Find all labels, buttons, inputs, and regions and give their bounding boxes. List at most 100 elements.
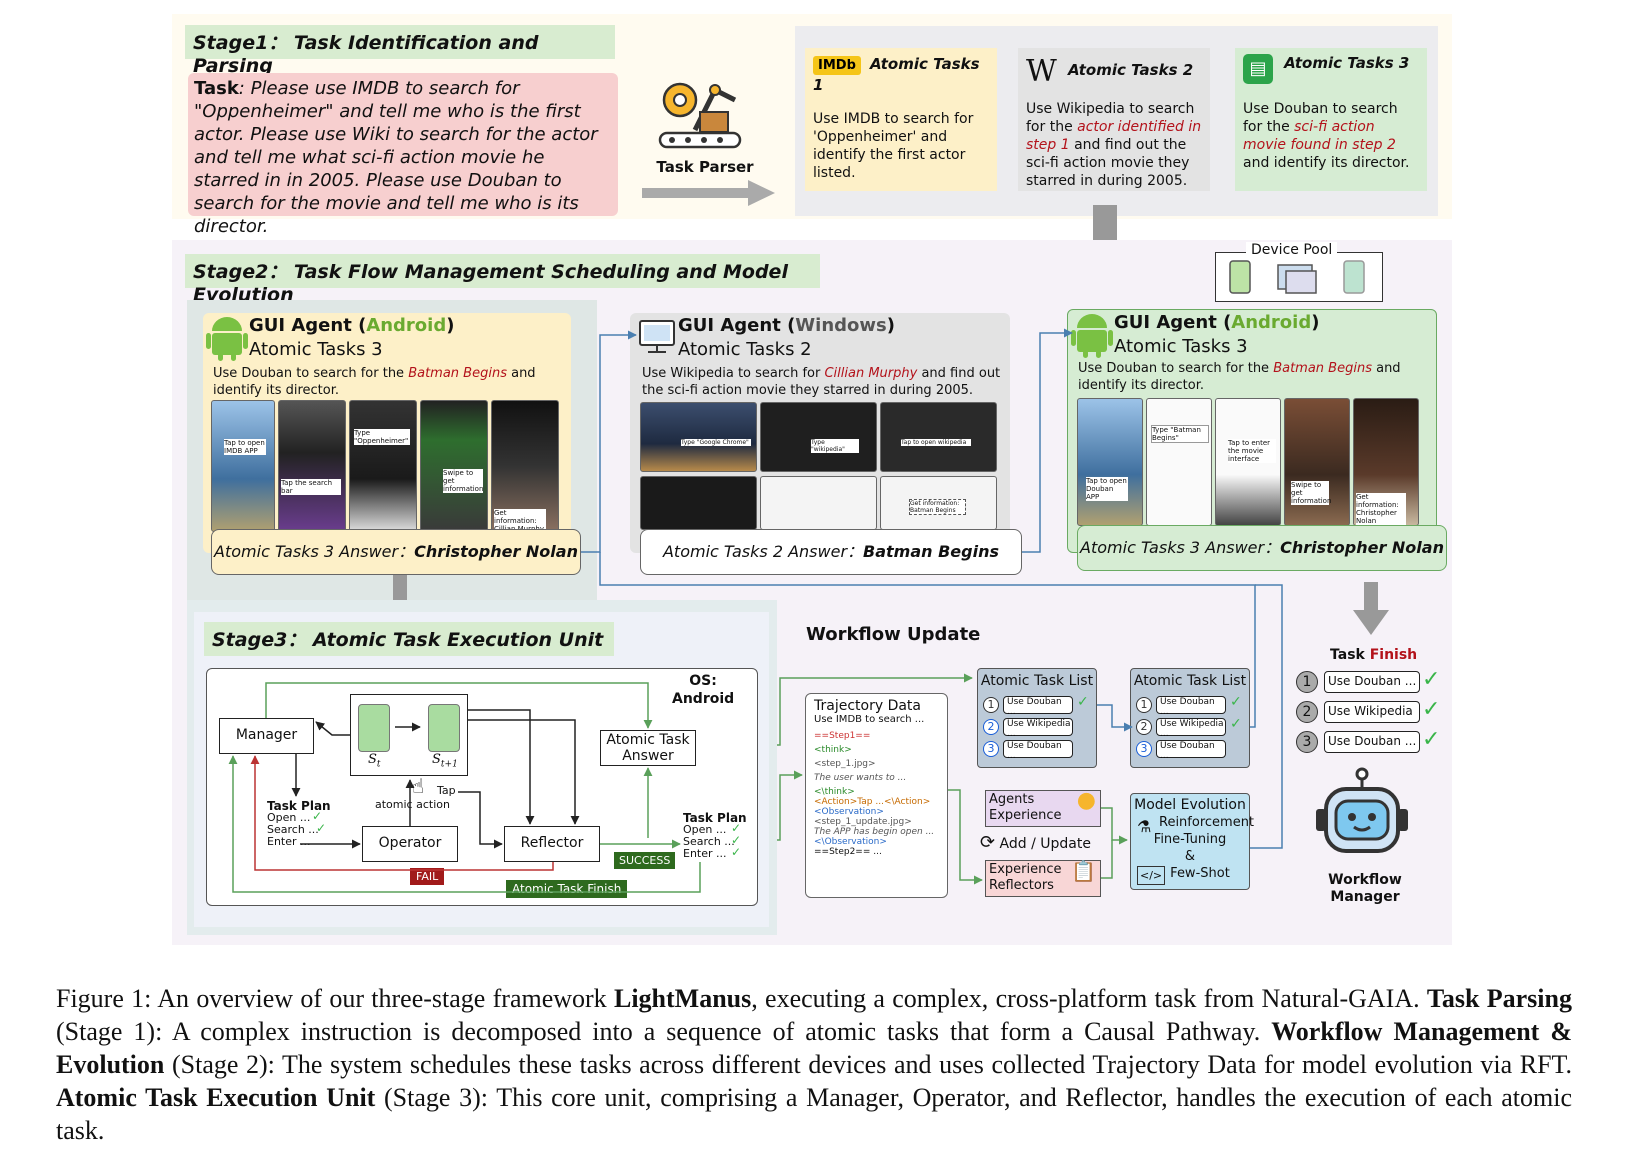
finish-item-3: Use Douban ...: [1324, 731, 1420, 753]
state-t-sub: t: [376, 759, 381, 770]
hand-pointer-icon: ☝: [412, 774, 425, 798]
agent-2-shot-3: Tap to open wikipedia: [880, 402, 997, 472]
model-evolution-l4: Few-Shot: [1170, 866, 1230, 881]
checklist-icon: 📋: [1071, 859, 1096, 883]
task-list-1-title: Atomic Task List: [980, 673, 1094, 689]
task-plan-right: Task Plan Open ... Search ... Enter ...: [683, 812, 747, 860]
list2-num-3: 3: [1136, 741, 1152, 757]
list2-num-2: 2: [1136, 719, 1152, 735]
experience-reflectors-label: Experience Reflectors: [989, 862, 1062, 893]
list1-item-1: Use Douban ...: [1003, 696, 1073, 717]
agent-3-desc-b: and identify its director.: [1078, 361, 1401, 393]
task-plan-left-title: Task Plan: [267, 799, 331, 813]
atomic-task-3-title: Atomic Tasks 3: [1284, 54, 1410, 72]
task-plan-left-item-1: Open ...: [267, 811, 311, 824]
list1-item-3: Use Douban ...: [1003, 740, 1073, 761]
list2-item-2: Use Wikipedia ...: [1156, 718, 1226, 739]
agent-2-shot-3-label: Tap to open wikipedia: [901, 439, 971, 446]
task-plan-left-item-2: Search ...: [267, 823, 319, 836]
atomic-task-1-title: Atomic Tasks 1: [813, 55, 980, 94]
atomic-task-3: ▤ Atomic Tasks 3 Use Douban to search fo…: [1235, 48, 1427, 191]
trajectory-line-2: <think>: [814, 745, 852, 755]
trajectory-line-5: <\think>: [814, 787, 855, 797]
operator-box: Operator: [362, 826, 458, 862]
device-pool: Device Pool: [1215, 242, 1383, 302]
agent-2-shot-1: Type "Google Chrome": [640, 402, 757, 472]
trajectory-title: Trajectory Data: [814, 698, 922, 714]
phone-state-t1: [428, 704, 460, 752]
caption-p4: (Stage 2): The system schedules these ta…: [164, 1050, 1572, 1079]
trajectory-line-4: The user wants to ...: [814, 773, 907, 783]
trajectory-line-1: ==Step1==: [814, 731, 871, 741]
agent-3-task: Atomic Tasks 3: [1114, 336, 1248, 357]
model-evolution-l2: Fine-Tuning: [1153, 832, 1227, 847]
agent-1-desc-b: and identify its director.: [213, 366, 536, 398]
trajectory-line-7: <Observation>: [814, 807, 884, 817]
lightbulb-icon: ●: [1076, 788, 1096, 813]
atomic-answer-text: Atomic Task Answer: [606, 732, 690, 764]
list1-num-3: 3: [983, 741, 999, 757]
agent-2-shot-6: Get information: Batman Begins: [880, 476, 997, 530]
task-parser: [640, 70, 760, 180]
monitor-icon: [639, 320, 675, 353]
plan-right-check-2: ✓: [731, 833, 742, 847]
manager-box: Manager: [219, 718, 314, 754]
figure-caption: Figure 1: An overview of our three-stage…: [56, 982, 1572, 1147]
plan-right-check-3: ✓: [731, 845, 742, 859]
device-pool-label: Device Pool: [1246, 242, 1338, 258]
caption-b4: Atomic Task Execution Unit: [56, 1083, 376, 1112]
android-icon: [206, 317, 248, 361]
wikipedia-logo: W: [1026, 54, 1057, 89]
list2-item-3: Use Douban ...: [1156, 740, 1226, 761]
trajectory-line-3: <step_1.jpg>: [814, 759, 876, 769]
task-plan-right-item-1: Open ...: [683, 823, 727, 836]
agent-2-ref: Cillian Murphy: [824, 366, 918, 381]
caption-p3: (Stage 1): A complex instruction is deco…: [56, 1017, 1272, 1046]
atomic-task-2: W Atomic Tasks 2 Use Wikipedia to search…: [1018, 48, 1210, 191]
list2-num-1: 1: [1136, 697, 1152, 713]
plan-left-check-1: ✓: [312, 809, 323, 823]
agent-1-shot-1-label: Tap to open IMDB APP: [224, 439, 266, 455]
code-icon: </>: [1137, 866, 1166, 885]
refresh-icon: ⟳: [980, 832, 996, 853]
finish-item-2: Use Wikipedia ...: [1324, 701, 1420, 737]
fail-badge: FAIL: [410, 868, 445, 885]
agent-1-head: GUI Agent: [249, 315, 352, 336]
os-label: OS:: [689, 673, 717, 689]
experience-reflectors: Experience Reflectors 📋: [985, 860, 1101, 897]
list1-num-2: 2: [983, 719, 999, 735]
caption-p1: Figure 1: An overview of our three-stage…: [56, 984, 614, 1013]
agent-2-answer-label: Atomic Tasks 2 Answer：: [662, 542, 864, 561]
agent-3-shot-2-label: Type "Batman Begins": [1151, 425, 1209, 443]
list2-item-1: Use Douban ...: [1156, 696, 1226, 717]
microscope-icon: ⚗: [1137, 817, 1152, 836]
tap-label: Tap: [437, 784, 456, 797]
agent-2-shot-5: [760, 476, 877, 530]
agent-3-answer-label: Atomic Tasks 3 Answer：: [1080, 538, 1281, 557]
agent-3-shot-4-label: Swipe to get information: [1291, 481, 1332, 505]
agent-1-answer: Atomic Tasks 3 Answer：Christopher Nolan: [211, 529, 581, 575]
agent-3-answer-value: Christopher Nolan: [1280, 538, 1444, 557]
trajectory-data: Trajectory Data Use IMDB to search ... =…: [805, 693, 948, 898]
model-evolution-title: Model Evolution: [1134, 797, 1246, 813]
agent-3-ref: Batman Begins: [1273, 361, 1372, 376]
workflow-update-label: Workflow Update: [806, 624, 981, 645]
agents-experience-label: Agents Experience: [989, 792, 1062, 823]
robot-arm-icon: [658, 82, 742, 149]
trajectory-line-11: ==Step2== ...: [814, 847, 882, 857]
atomic-task-3-text-a: Use Douban to search for the: [1243, 101, 1398, 135]
task-text: : Please use IMDB to search for "Oppenhe…: [194, 78, 598, 237]
task-finish-a: Task: [1330, 647, 1370, 663]
agent-2-answer: Atomic Tasks 2 Answer：Batman Begins: [640, 529, 1022, 575]
success-badge: SUCCESS: [614, 852, 676, 869]
os-name: Android: [672, 691, 735, 707]
agent-3-shot-4: Swipe to get information: [1284, 398, 1350, 526]
caption-b3: Workflow Management & Evolution: [56, 1017, 1572, 1079]
task-plan-right-item-2: Search ...: [683, 835, 735, 848]
trajectory-line-8: <step_1_update.jpg>: [814, 817, 912, 827]
agent-1-shot-3: Type "Oppenheimer": [349, 400, 417, 532]
list1-num-1: 1: [983, 697, 999, 713]
agent-3-desc-a: Use Douban to search for the: [1078, 361, 1274, 376]
agent-2-desc-b: and find out the sci-fi action movie the…: [642, 366, 1001, 398]
